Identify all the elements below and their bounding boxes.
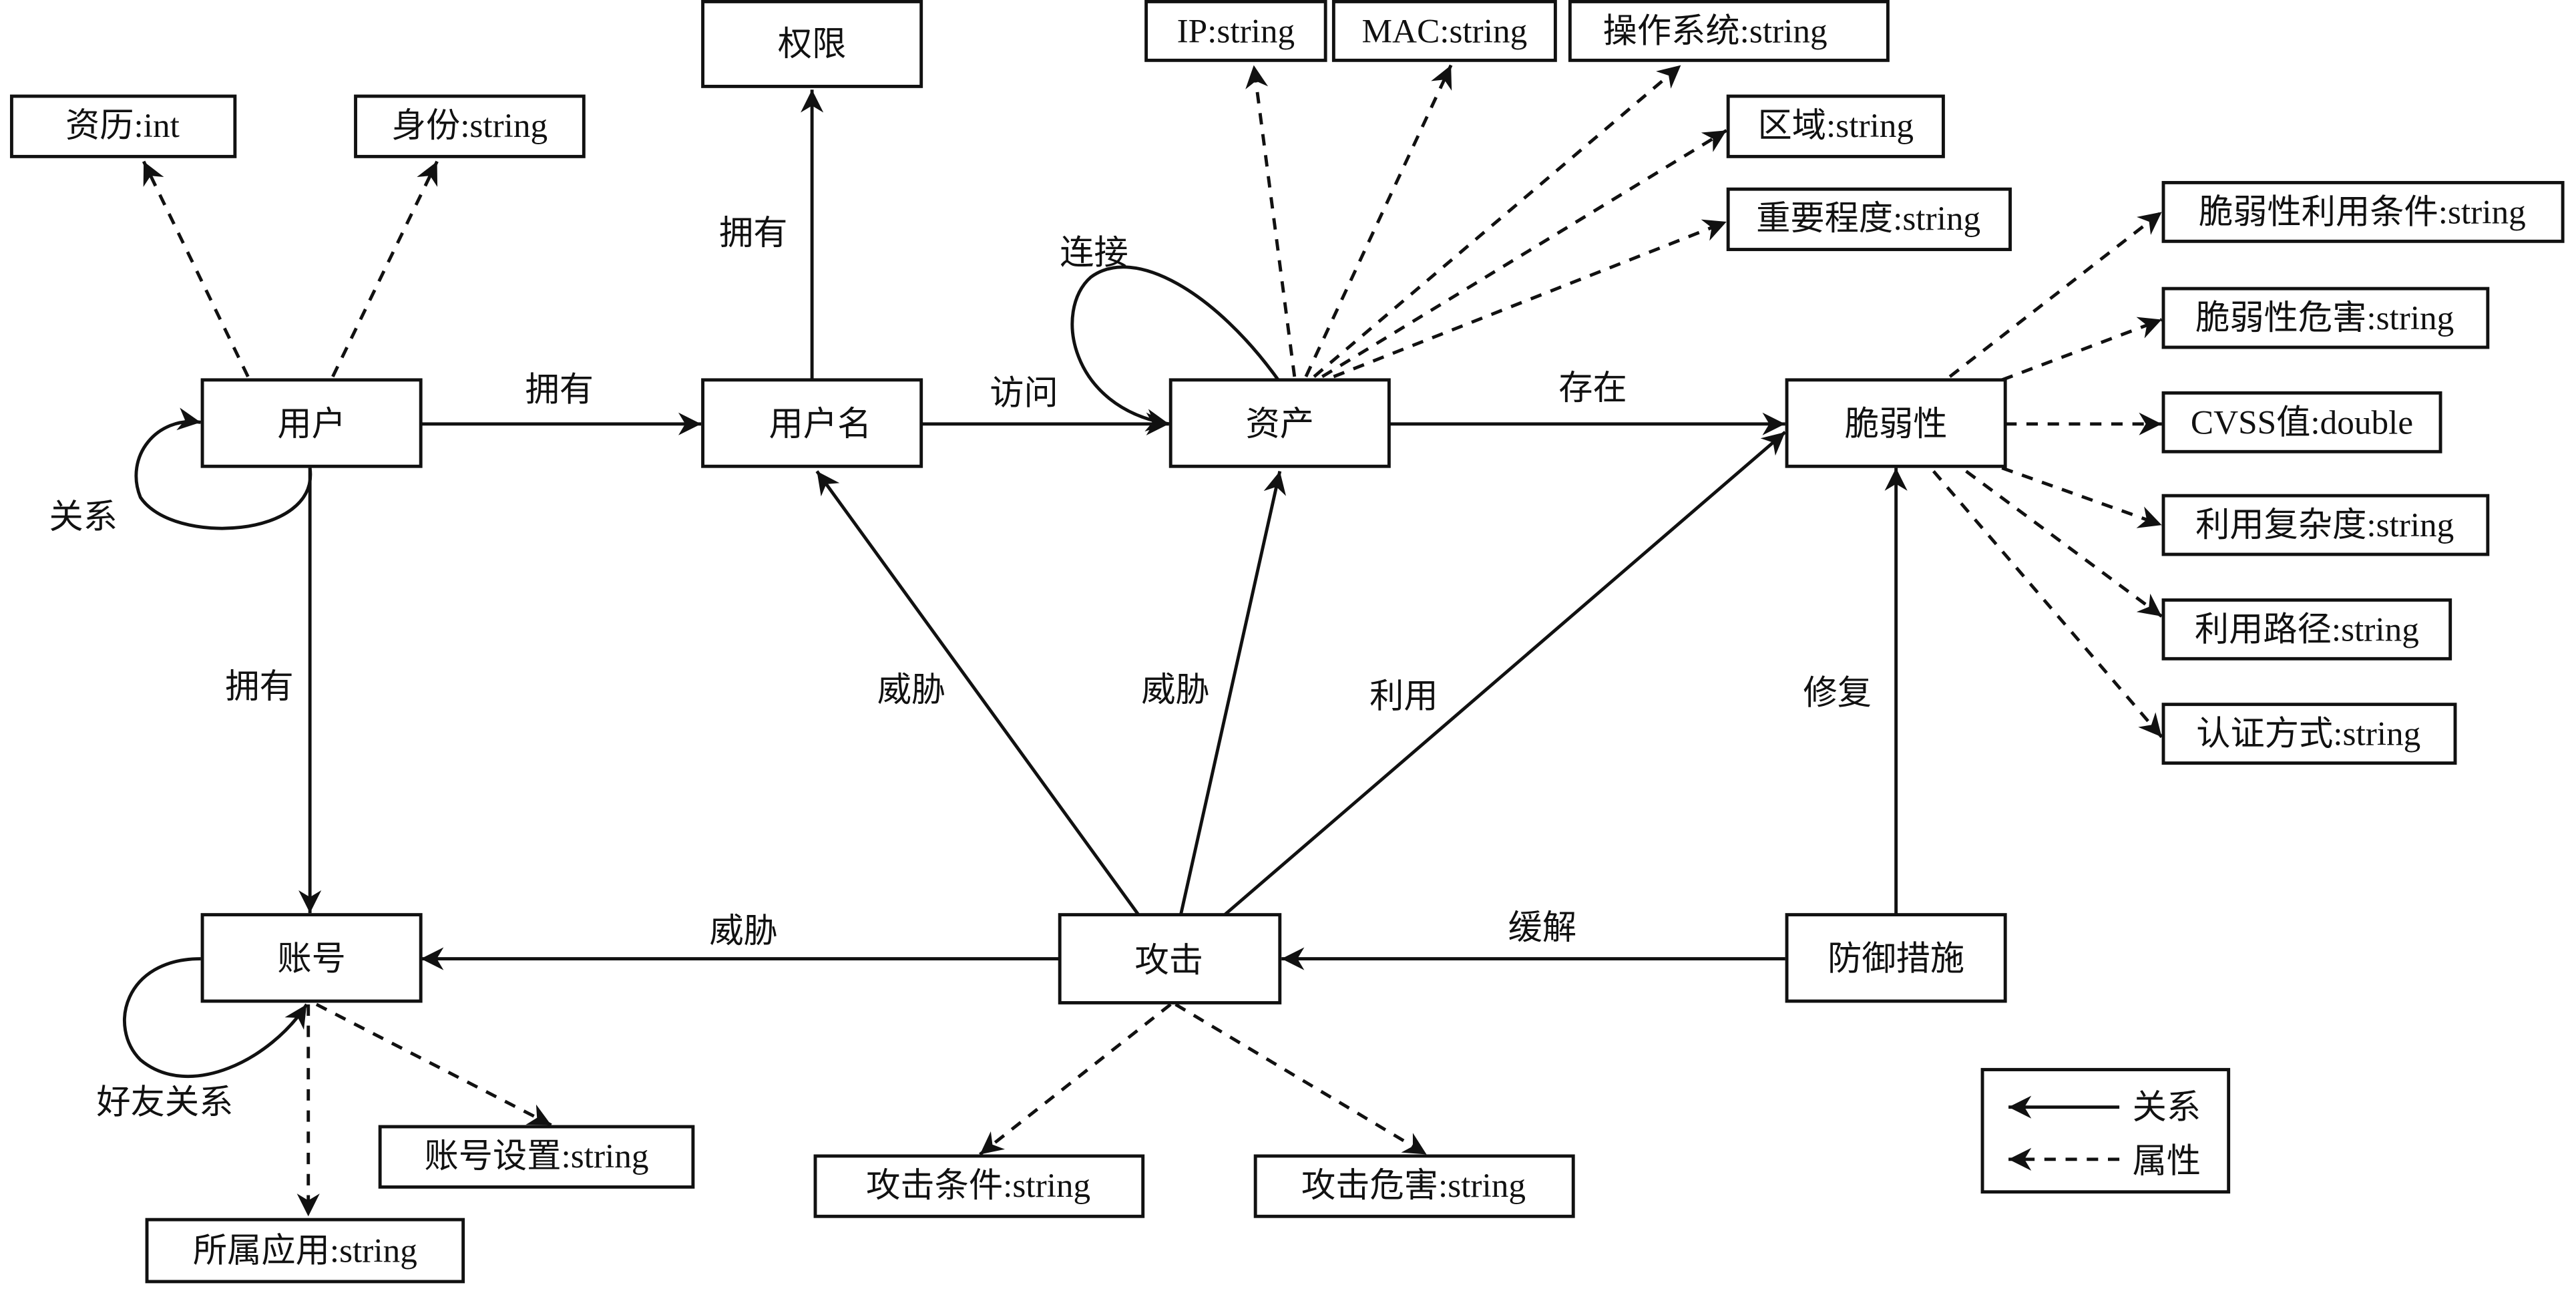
attr-vuln-cvss-label: CVSS值:double bbox=[2191, 403, 2413, 441]
attribute-edges bbox=[142, 63, 2163, 1217]
attr-vuln-complexity-label: 利用复杂度:string bbox=[2195, 506, 2454, 544]
node-asset[interactable]: 资产 bbox=[1168, 378, 1391, 468]
attr-user-identity-label: 身份:string bbox=[392, 107, 548, 145]
attr-user-experience-label: 资历:int bbox=[65, 107, 180, 145]
edge-label-defense-vuln: 修复 bbox=[1803, 675, 1871, 713]
edge-label-user-account: 拥有 bbox=[225, 668, 294, 706]
attr-attack-condition[interactable]: 攻击条件:string bbox=[813, 1154, 1145, 1218]
attr-user-identity[interactable]: 身份:string bbox=[354, 94, 586, 158]
attr-vuln-auth[interactable]: 认证方式:string bbox=[2161, 703, 2457, 765]
attr-edge-asset-os bbox=[1313, 63, 1682, 378]
attr-attack-condition-label: 攻击条件:string bbox=[866, 1167, 1090, 1205]
node-permission[interactable]: 权限 bbox=[701, 0, 923, 88]
edge-label-username-permission: 拥有 bbox=[719, 214, 788, 252]
legend-relation-label: 关系 bbox=[2133, 1089, 2201, 1127]
edge-label-username-asset: 访问 bbox=[990, 374, 1058, 412]
attr-vuln-complexity[interactable]: 利用复杂度:string bbox=[2161, 494, 2490, 556]
attr-edge-user-identity bbox=[331, 160, 439, 378]
attr-vuln-auth-label: 认证方式:string bbox=[2196, 715, 2420, 753]
attr-vuln-condition[interactable]: 脆弱性利用条件:string bbox=[2161, 180, 2565, 243]
edge-label-attack-asset: 威胁 bbox=[1141, 671, 1209, 709]
node-account[interactable]: 账号 bbox=[200, 913, 423, 1003]
attr-vuln-harm[interactable]: 脆弱性危害:string bbox=[2161, 287, 2490, 349]
edge-attack-username bbox=[815, 470, 1141, 918]
edge-account-friend bbox=[123, 957, 308, 1078]
node-account-label: 账号 bbox=[277, 940, 346, 978]
attr-vuln-harm-label: 脆弱性危害:string bbox=[2195, 299, 2454, 337]
attr-asset-ip-label: IP:string bbox=[1177, 12, 1295, 50]
node-user-label: 用户 bbox=[277, 405, 346, 443]
attr-edge-account-settings bbox=[315, 1002, 552, 1127]
attr-asset-ip[interactable]: IP:string bbox=[1144, 0, 1327, 62]
edge-asset-self-connect bbox=[1070, 265, 1280, 432]
attr-vuln-condition-label: 脆弱性利用条件:string bbox=[2199, 193, 2526, 231]
attr-account-app-label: 所属应用:string bbox=[193, 1232, 417, 1270]
attr-asset-mac[interactable]: MAC:string bbox=[1331, 0, 1557, 62]
node-defense-label: 防御措施 bbox=[1828, 940, 1964, 978]
edge-attack-vuln bbox=[1221, 431, 1787, 918]
node-username-label: 用户名 bbox=[769, 405, 871, 443]
attr-asset-region[interactable]: 区域:string bbox=[1726, 94, 1945, 158]
attr-account-settings[interactable]: 账号设置:string bbox=[378, 1125, 695, 1189]
attr-vuln-path[interactable]: 利用路径:string bbox=[2161, 598, 2452, 661]
node-username[interactable]: 用户名 bbox=[701, 378, 923, 468]
edge-label-defense-attack: 缓解 bbox=[1508, 909, 1577, 947]
node-user[interactable]: 用户 bbox=[200, 378, 423, 468]
node-asset-label: 资产 bbox=[1246, 405, 1315, 443]
legend-attribute-label: 属性 bbox=[2133, 1142, 2201, 1180]
attr-account-app[interactable]: 所属应用:string bbox=[145, 1218, 465, 1284]
attr-edge-asset-importance bbox=[1333, 219, 1727, 379]
edge-label-asset-vuln: 存在 bbox=[1558, 369, 1627, 407]
attr-asset-region-label: 区域:string bbox=[1758, 107, 1914, 145]
edge-label-attack-vuln: 利用 bbox=[1369, 678, 1438, 716]
edge-attack-asset bbox=[1178, 471, 1287, 917]
edge-label-attack-account: 威胁 bbox=[709, 912, 778, 950]
attr-edge-user-experience bbox=[142, 160, 250, 378]
edge-label-asset-connect: 连接 bbox=[1060, 234, 1128, 272]
node-vulnerability[interactable]: 脆弱性 bbox=[1785, 378, 2007, 468]
edge-labels: 关系 拥有 拥有 访问 连接 存在 拥有 好友关系 威胁 威胁 利用 威胁 缓解… bbox=[49, 214, 1872, 1121]
node-permission-label: 权限 bbox=[778, 25, 847, 63]
node-defense[interactable]: 防御措施 bbox=[1785, 913, 2007, 1003]
attr-edge-asset-ip bbox=[1245, 65, 1297, 377]
attr-edge-asset-mac bbox=[1304, 64, 1453, 377]
attr-attack-harm-label: 攻击危害:string bbox=[1301, 1167, 1526, 1205]
edge-label-attack-username: 威胁 bbox=[877, 671, 945, 709]
relation-edges bbox=[123, 89, 1908, 1078]
edge-user-self bbox=[134, 407, 312, 530]
attr-attack-harm[interactable]: 攻击危害:string bbox=[1253, 1154, 1575, 1218]
attr-edge-attack-harm bbox=[1174, 1002, 1428, 1156]
edge-label-account-friend: 好友关系 bbox=[96, 1083, 233, 1121]
attr-edge-vuln-condition bbox=[1948, 210, 2163, 378]
legend: 关系 属性 bbox=[1980, 1068, 2231, 1194]
node-attack[interactable]: 攻击 bbox=[1058, 913, 1282, 1004]
attr-vuln-cvss[interactable]: CVSS值:double bbox=[2161, 391, 2442, 453]
attr-asset-importance[interactable]: 重要程度:string bbox=[1726, 187, 2012, 251]
attr-edge-vuln-harm bbox=[2001, 317, 2163, 382]
attr-edge-vuln-auth bbox=[1932, 470, 2163, 739]
node-vulnerability-label: 脆弱性 bbox=[1845, 405, 1948, 443]
attr-vuln-path-label: 利用路径:string bbox=[2195, 610, 2419, 649]
attr-asset-os[interactable]: 操作系统:string bbox=[1568, 0, 1890, 62]
attr-account-settings-label: 账号设置:string bbox=[425, 1137, 649, 1175]
attr-asset-mac-label: MAC:string bbox=[1361, 12, 1527, 50]
attr-edge-attack-condition bbox=[979, 1002, 1172, 1156]
attr-asset-importance-label: 重要程度:string bbox=[1756, 200, 1980, 238]
attr-asset-os-label: 操作系统:string bbox=[1603, 12, 1828, 50]
edge-label-user-self: 关系 bbox=[49, 498, 118, 536]
attr-edge-vuln-complexity bbox=[2001, 466, 2163, 528]
attr-edge-asset-region bbox=[1321, 129, 1727, 379]
edge-label-user-username: 拥有 bbox=[525, 371, 594, 409]
attr-user-experience[interactable]: 资历:int bbox=[9, 94, 237, 158]
node-attack-label: 攻击 bbox=[1135, 942, 1203, 980]
